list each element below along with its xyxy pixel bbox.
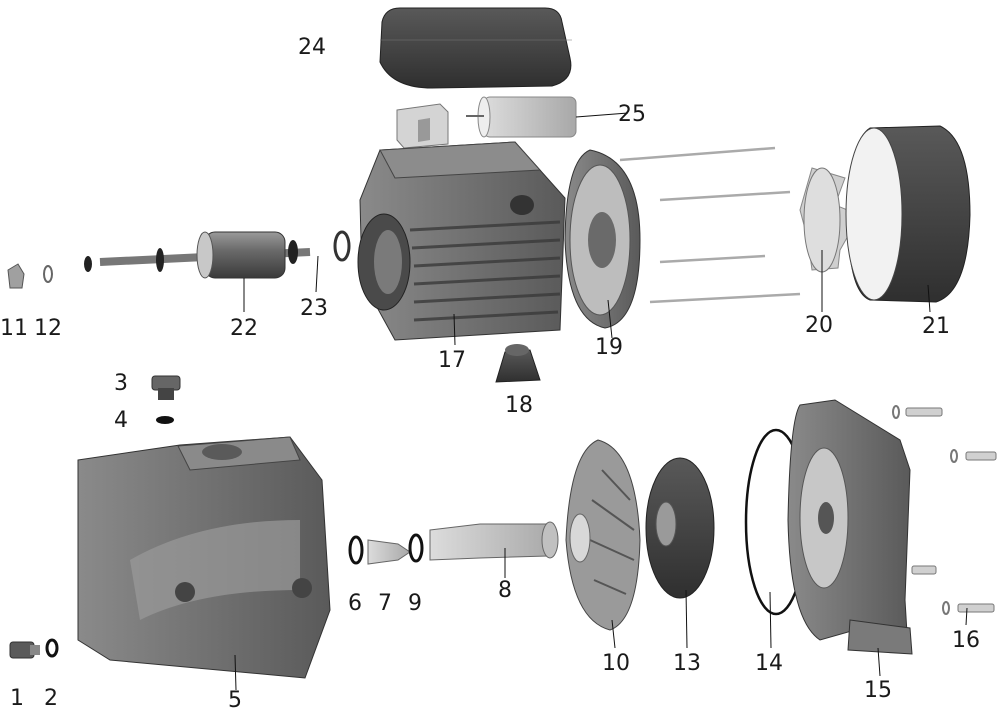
- part-19-end-shield: [564, 149, 641, 339]
- callout-20: 20: [805, 313, 833, 338]
- callout-17: 17: [438, 348, 466, 373]
- part-25-capacitor: [466, 96, 629, 138]
- part-8-venturi: [429, 521, 559, 578]
- callout-13: 13: [673, 651, 701, 676]
- callout-21: 21: [922, 314, 950, 339]
- callout-6: 6: [348, 591, 362, 616]
- callout-22: 22: [230, 316, 258, 341]
- callout-23: 23: [300, 296, 328, 321]
- part-13-impeller: [645, 457, 715, 649]
- part-7-nozzle: [367, 539, 411, 565]
- callout-5: 5: [228, 688, 242, 713]
- callout-10: 10: [602, 651, 630, 676]
- part-21-fan-cover: [845, 125, 971, 313]
- part-1-drain-plug: [9, 641, 40, 659]
- part-16-bolts: [892, 405, 997, 626]
- part-24-terminal-cover: [379, 7, 572, 89]
- callout-14: 14: [755, 651, 783, 676]
- callout-3: 3: [114, 371, 128, 396]
- callout-15: 15: [864, 678, 892, 703]
- callout-8: 8: [498, 578, 512, 603]
- callout-1: 1: [10, 686, 24, 711]
- part-5-pump-casing: [77, 436, 331, 691]
- part-terminal-block: [396, 103, 449, 149]
- part-2-washer: [45, 638, 59, 658]
- part-6-o-ring: [348, 535, 364, 565]
- part-3-plug: [151, 375, 181, 400]
- part-22-rotor: [84, 231, 311, 312]
- part-10-diffuser: [565, 439, 641, 649]
- callout-7: 7: [378, 591, 392, 616]
- part-11-nut: [7, 263, 25, 289]
- part-17-motor-body: [357, 141, 566, 346]
- part-12-washer: [43, 265, 53, 283]
- callout-2: 2: [44, 686, 58, 711]
- callout-18: 18: [505, 393, 533, 418]
- callout-11: 11: [0, 316, 28, 341]
- callout-24: 24: [298, 35, 326, 60]
- part-tie-rods: [619, 146, 801, 304]
- callout-9: 9: [408, 591, 422, 616]
- callout-4: 4: [114, 408, 128, 433]
- part-20-fan: [799, 167, 861, 312]
- callout-16: 16: [952, 628, 980, 653]
- part-9-o-ring: [408, 533, 424, 563]
- callout-25: 25: [618, 102, 646, 127]
- part-4-o-ring: [156, 416, 174, 424]
- part-15-bracket: [787, 399, 913, 677]
- part-23-washer: [315, 230, 351, 293]
- callout-12: 12: [34, 316, 62, 341]
- callout-19: 19: [595, 335, 623, 360]
- part-18-cap: [495, 344, 541, 383]
